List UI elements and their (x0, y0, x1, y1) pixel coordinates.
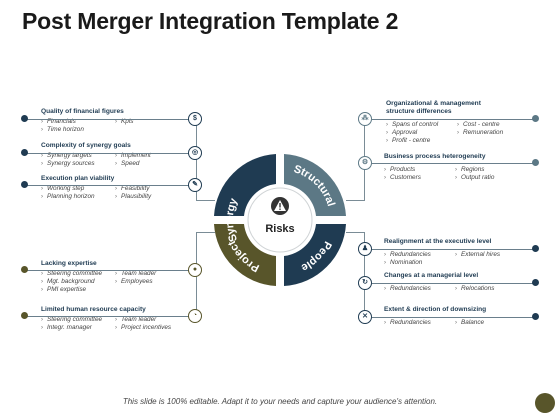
bullet-dot (21, 312, 28, 319)
refresh-icon: ↻ (358, 276, 372, 290)
gear-icon: ⚙ (358, 156, 372, 170)
page-title: Post Merger Integration Template 2 (22, 8, 399, 34)
divider-line (372, 119, 536, 120)
list-item: ›Synergy targets (41, 152, 92, 159)
coins-icon: $ (188, 112, 202, 126)
bullet-dot (21, 266, 28, 273)
section-title: Extent & direction of downsizing (384, 306, 487, 313)
section-title: Complexity of synergy goals (41, 142, 131, 149)
right-section-3: Realignment at the executive level ›Redu… (384, 238, 535, 267)
user-icon: ● (188, 263, 202, 277)
bullet-dot (21, 181, 28, 188)
list-item: ›Profit - centre (386, 137, 431, 145)
list-item: ›Time horizon (41, 126, 84, 134)
list-item: ›External hires (455, 251, 501, 258)
left-section-4: Lacking expertise ›Steering committee ›T… (41, 260, 195, 295)
divider-line (26, 270, 190, 271)
list-item: ›Steering committee (41, 316, 103, 323)
divider-line (26, 153, 190, 154)
left-section-1: Quality of financial figures ›Financials… (41, 108, 195, 134)
list-item: ›Working step (41, 185, 85, 192)
bullet-dot (21, 115, 28, 122)
right-section-5: Extent & direction of downsizing ›Redund… (384, 306, 535, 327)
list-item: ›PMI expertise (41, 286, 87, 294)
list-item: ›Feasibility (115, 185, 150, 192)
list-item: ›Mgt. background (41, 278, 95, 286)
list-item: ›Financials (41, 118, 76, 125)
section-title: Execution plan viability (41, 175, 115, 182)
left-section-2: Complexity of synergy goals ›Synergy tar… (41, 142, 195, 168)
list-item: ›Planning horizon (41, 193, 95, 201)
section-title: Lacking expertise (41, 260, 97, 267)
section-title: Limited human resource capacity (41, 306, 146, 313)
section-title: Organizational & management structure di… (386, 100, 481, 115)
list-item: ›Remuneration (457, 129, 504, 137)
list-item: ›Team leader (115, 270, 157, 277)
people-icon: ♟ (358, 242, 372, 256)
connector-right-bottom (346, 232, 365, 319)
right-section-2: Business process heterogeneity ›Products… (384, 153, 535, 182)
left-section-3: Execution plan viability ›Working step ›… (41, 175, 195, 201)
list-item: ›Customers (384, 174, 421, 182)
list-item: ›Team leader (115, 316, 157, 323)
bullet-dot (532, 245, 539, 252)
right-section-4: Changes at a managerial level ›Redundanc… (384, 272, 535, 293)
bullet-dot (532, 115, 539, 122)
divider-line (26, 119, 190, 120)
list-item: ›Regions (455, 166, 485, 173)
section-title: Realignment at the executive level (384, 238, 492, 245)
list-item: ›Redundancies (384, 251, 431, 258)
divider-line (372, 283, 536, 284)
right-section-1: Organizational & management structure di… (386, 100, 537, 146)
left-section-5: Limited human resource capacity ›Steerin… (41, 306, 195, 332)
risk-ring-diagram: Synergy Structural People Project Risks (205, 154, 346, 286)
list-item: ›Kpis (115, 118, 134, 125)
list-item: ›Nomination (384, 259, 423, 267)
bullet-dot (21, 149, 28, 156)
cross-arrows-icon: ✕ (358, 310, 372, 324)
list-item: ›Synergy sources (41, 160, 95, 168)
list-item: ›Implement (115, 152, 151, 159)
warning-icon (271, 197, 289, 215)
clock-icon: ◔ (188, 309, 202, 323)
list-item: ›Cost - centre (457, 121, 500, 128)
footer-note: This slide is 100% editable. Adapt it to… (122, 397, 438, 406)
center-label: Risks (265, 223, 294, 235)
checklist-icon: ✎ (188, 178, 202, 192)
list-item: ›Integr. manager (41, 324, 92, 332)
section-title: Changes at a managerial level (384, 272, 479, 279)
bullet-dot (532, 313, 539, 320)
divider-line (372, 317, 536, 318)
network-icon: ⁂ (358, 112, 372, 126)
divider-line (372, 249, 536, 250)
list-item: ›Project incentives (115, 324, 172, 332)
corner-badge (535, 393, 555, 413)
ring-segment-people (284, 224, 346, 286)
bullet-dot (532, 159, 539, 166)
section-title: Quality of financial figures (41, 108, 124, 115)
list-item: ›Speed (115, 160, 140, 168)
list-item: ›Output ratio (455, 174, 495, 182)
section-title: Business process heterogeneity (384, 153, 486, 160)
ring-segment-synergy (214, 154, 276, 216)
list-item: ›Plausibility (115, 193, 152, 201)
list-item: ›Employees (115, 278, 153, 286)
ring-segment-structural (284, 154, 346, 216)
list-item: ›Products (384, 166, 416, 173)
list-item: ›Balance (455, 319, 485, 326)
divider-line (26, 185, 190, 186)
list-item: ›Spans of control (386, 121, 439, 128)
list-item: ›Steering committee (41, 270, 103, 277)
bullet-dot (532, 279, 539, 286)
list-item: ›Approval (386, 129, 418, 137)
list-item: ›Redundancies (384, 319, 431, 326)
divider-line (372, 163, 536, 164)
ring-segment-project (214, 224, 276, 286)
target-icon: ◎ (188, 146, 202, 160)
divider-line (26, 316, 190, 317)
list-item: ›Relocations (455, 285, 495, 292)
list-item: ›Redundancies (384, 285, 431, 292)
